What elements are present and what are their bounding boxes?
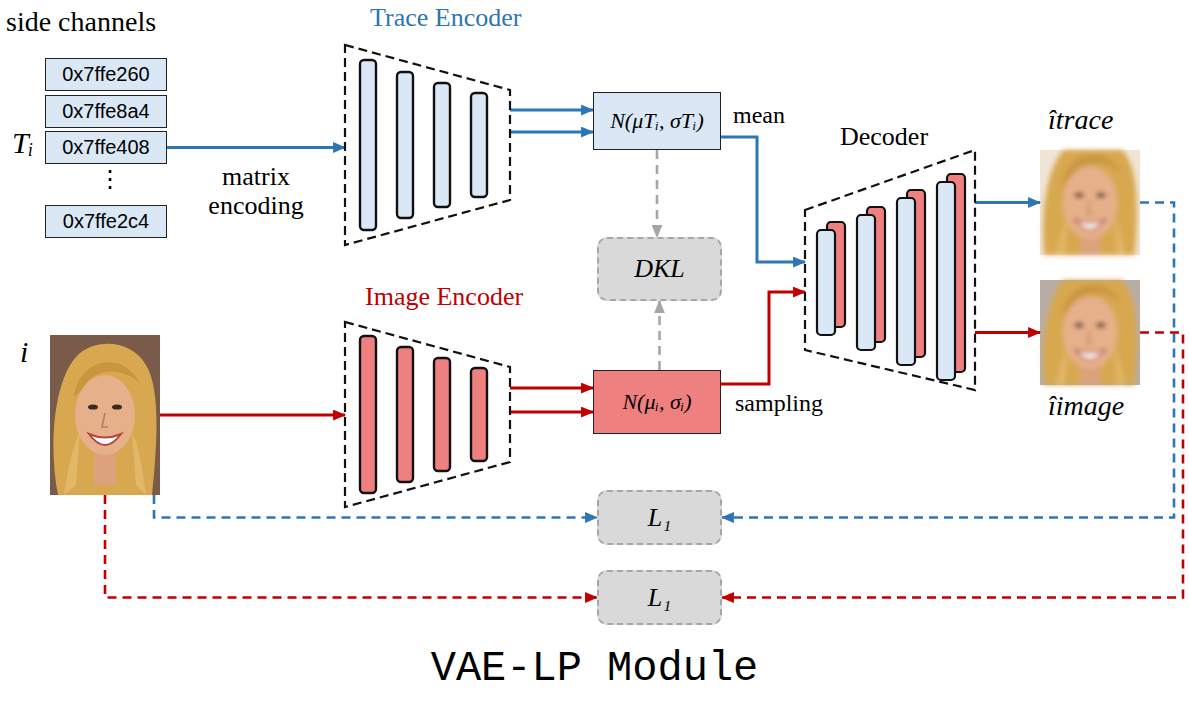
encoder-shape — [345, 45, 510, 245]
decoder: Decoder — [805, 150, 975, 390]
input-face — [50, 335, 160, 495]
arrow-connector — [721, 292, 805, 384]
node-text: 0x7ffe260 — [62, 63, 150, 86]
trace-encoder: Trace Encoder — [345, 45, 510, 245]
layer-bar — [897, 198, 915, 365]
arrow-connector — [721, 137, 805, 262]
output-image: îtrace — [1040, 150, 1140, 255]
edge-label: matrix encoding — [180, 162, 332, 222]
layer-bar — [471, 368, 487, 461]
dashed-connector — [656, 150, 659, 237]
layer-bar — [397, 347, 413, 482]
arrow-connector — [510, 387, 593, 390]
layer-bar — [817, 230, 835, 335]
node-text: DKL — [634, 254, 685, 284]
layer-bar — [434, 358, 450, 471]
loss-box: L₁ — [597, 490, 722, 545]
layer-bar — [397, 72, 413, 218]
node-text: 0x7ffe2c4 — [63, 210, 149, 233]
node-text: îimage — [1048, 390, 1124, 422]
figure-caption: VAE-LP Module — [0, 645, 1189, 693]
address-box: 0x7ffe2c4 — [45, 205, 167, 238]
node-text: Decoder — [840, 122, 928, 152]
layer-bar — [434, 83, 450, 207]
address-box: 0x7ffe8a4 — [45, 95, 167, 128]
node-text: Image Encoder — [365, 282, 523, 312]
network-outline — [805, 150, 975, 390]
node-text: îtrace — [1048, 104, 1113, 136]
layer-bar — [360, 60, 376, 230]
layer-bar — [937, 182, 955, 380]
node-text: N(μᵢ, σᵢ) — [622, 389, 691, 414]
arrow-connector — [510, 109, 593, 112]
arrow-connector — [510, 411, 593, 414]
loss-box: L₁ — [597, 570, 722, 625]
address-box: 0x7ffe260 — [45, 58, 167, 91]
node-text: L₁ — [648, 503, 672, 533]
node-text: N(μTᵢ, σTᵢ) — [610, 108, 704, 133]
dashed-connector — [658, 301, 661, 370]
arrow-connector — [160, 414, 345, 417]
node-text: 0x7ffe8a4 — [62, 100, 150, 123]
latent-distribution-box: N(μᵢ, σᵢ) — [593, 370, 721, 434]
loss-box: DKL — [597, 237, 722, 301]
section-label: side channels — [6, 6, 156, 38]
arrow-connector — [975, 201, 1040, 204]
trace-output-face — [1040, 138, 1140, 275]
layer-bar — [857, 215, 875, 350]
network-outline — [345, 322, 510, 507]
arrow-connector — [510, 131, 593, 134]
image-encoder: Image Encoder — [345, 322, 510, 507]
symbol-label: Tᵢ — [12, 126, 33, 161]
address-box: 0x7ffe408 — [45, 131, 167, 164]
output-image: îimage — [1040, 280, 1140, 385]
layer-bar — [360, 336, 376, 493]
arrow-connector — [167, 146, 345, 149]
node-text: 0x7ffe408 — [62, 136, 150, 159]
edge-label: sampling — [735, 390, 823, 418]
encoder-shape — [345, 322, 510, 507]
network-outline — [345, 45, 510, 245]
node-text: i — [20, 335, 28, 370]
node-text: L₁ — [648, 583, 672, 613]
ellipsis-mark: ⋮ — [98, 166, 122, 194]
decoder-shape — [805, 150, 975, 390]
edge-label: mean — [733, 102, 785, 130]
dashed-connector — [105, 495, 597, 598]
dashed-connector — [154, 495, 597, 518]
input-image: i — [50, 335, 160, 495]
latent-distribution-box: N(μTᵢ, σTᵢ) — [593, 92, 721, 150]
layer-bar — [471, 93, 487, 197]
image-output-face — [1040, 268, 1140, 405]
arrow-connector — [975, 331, 1040, 334]
node-text: Trace Encoder — [370, 3, 521, 33]
